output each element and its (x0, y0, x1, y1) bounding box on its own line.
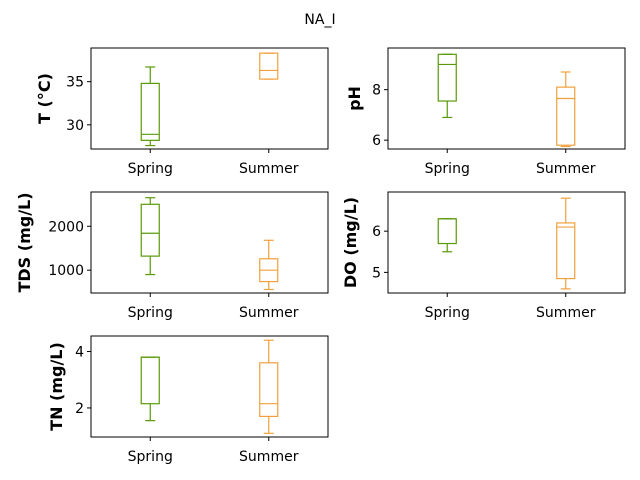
box-spring (437, 53, 457, 119)
box-spring (140, 66, 160, 147)
x-tick-label-spring: Spring (425, 161, 470, 177)
y-tick-label: 6 (372, 133, 381, 149)
y-tick-label: 2000 (48, 219, 84, 235)
y-axis-label: TDS (mg/L) (15, 192, 34, 292)
y-tick-label: 4 (75, 345, 84, 361)
box-body (259, 52, 279, 80)
x-tick-label-spring: Spring (128, 305, 173, 321)
box-body (259, 362, 279, 418)
axes-frame (387, 191, 626, 294)
box-summer (259, 52, 279, 80)
axes-frame (387, 47, 626, 150)
box-body (437, 53, 457, 102)
y-tick-label: 30 (66, 118, 84, 134)
y-axis-label: T (°C) (35, 73, 54, 124)
box-spring (140, 356, 160, 422)
axes-frame (90, 335, 329, 438)
y-tick-label: 2 (75, 401, 84, 417)
y-axis-label: TN (mg/L) (47, 342, 66, 431)
x-tick-label-summer: Summer (536, 305, 596, 321)
box-body (556, 86, 576, 146)
box-spring (437, 218, 457, 253)
box-summer (259, 239, 279, 291)
x-tick-label-summer: Summer (239, 449, 299, 465)
y-tick-label: 35 (66, 75, 84, 91)
box-body (140, 82, 160, 141)
box-body (437, 218, 457, 245)
x-tick-label-spring: Spring (128, 449, 173, 465)
box-spring (140, 197, 160, 276)
x-tick-label-summer: Summer (239, 305, 299, 321)
y-axis-label: pH (345, 86, 364, 111)
y-tick-label: 8 (372, 83, 381, 99)
box-body (140, 203, 160, 257)
box-body (140, 356, 160, 405)
x-tick-label-summer: Summer (239, 161, 299, 177)
box-summer (259, 339, 279, 434)
box-summer (556, 197, 576, 290)
y-axis-label: DO (mg/L) (341, 197, 360, 288)
y-tick-label: 5 (372, 265, 381, 281)
x-tick-label-spring: Spring (128, 161, 173, 177)
axes-frame (90, 191, 329, 294)
y-tick-label: 1000 (48, 263, 84, 279)
x-tick-label-spring: Spring (425, 305, 470, 321)
figure-title: NA_I (304, 12, 335, 28)
box-body (556, 222, 576, 280)
axes-frame (90, 47, 329, 150)
x-tick-label-summer: Summer (536, 161, 596, 177)
y-tick-label: 6 (372, 224, 381, 240)
box-summer (556, 71, 576, 148)
